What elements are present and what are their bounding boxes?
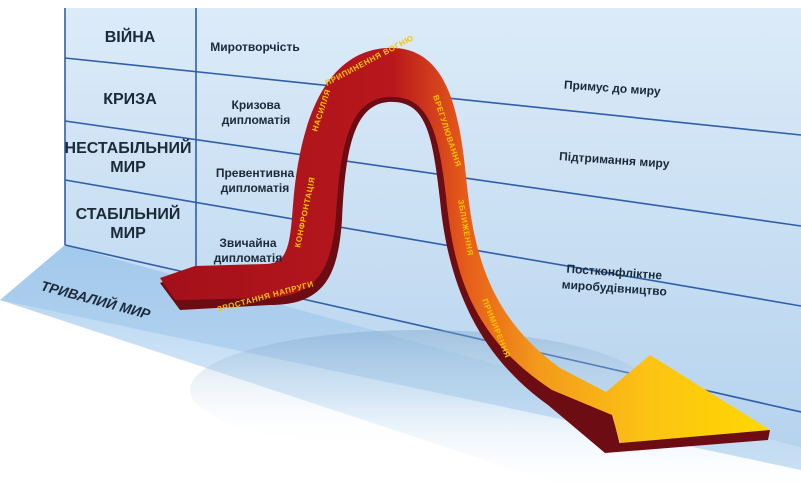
level-crisis: КРИЗА [103,91,157,108]
action-postconflict-line1: Постконфліктне [566,262,663,283]
ribbon-underside [160,54,620,453]
level-stable-line1: СТАБІЛЬНИЙ [76,204,181,223]
action-crisis-diplomacy-line2: дипломатія [222,113,290,127]
action-peacemaking: Миротворчість [210,40,299,54]
arrow-head-edge [605,430,770,453]
action-ordinary-line1: Звичайна [219,236,277,250]
action-crisis-diplomacy-line1: Кризова [232,98,281,112]
ribbon-curve [160,47,770,444]
level-unstable-line2: МИР [110,159,146,176]
action-preventive-line2: дипломатія [221,181,289,195]
level-unstable-line1: НЕСТАБІЛЬНИЙ [65,138,192,157]
level-war: ВІЙНА [105,27,156,46]
action-ordinary-line2: дипломатія [214,251,282,265]
back-wall [65,8,801,448]
action-peace-enforcement: Примус до миру [563,78,661,99]
level-stable-line2: МИР [110,225,146,242]
action-preventive-line1: Превентивна [216,166,295,180]
